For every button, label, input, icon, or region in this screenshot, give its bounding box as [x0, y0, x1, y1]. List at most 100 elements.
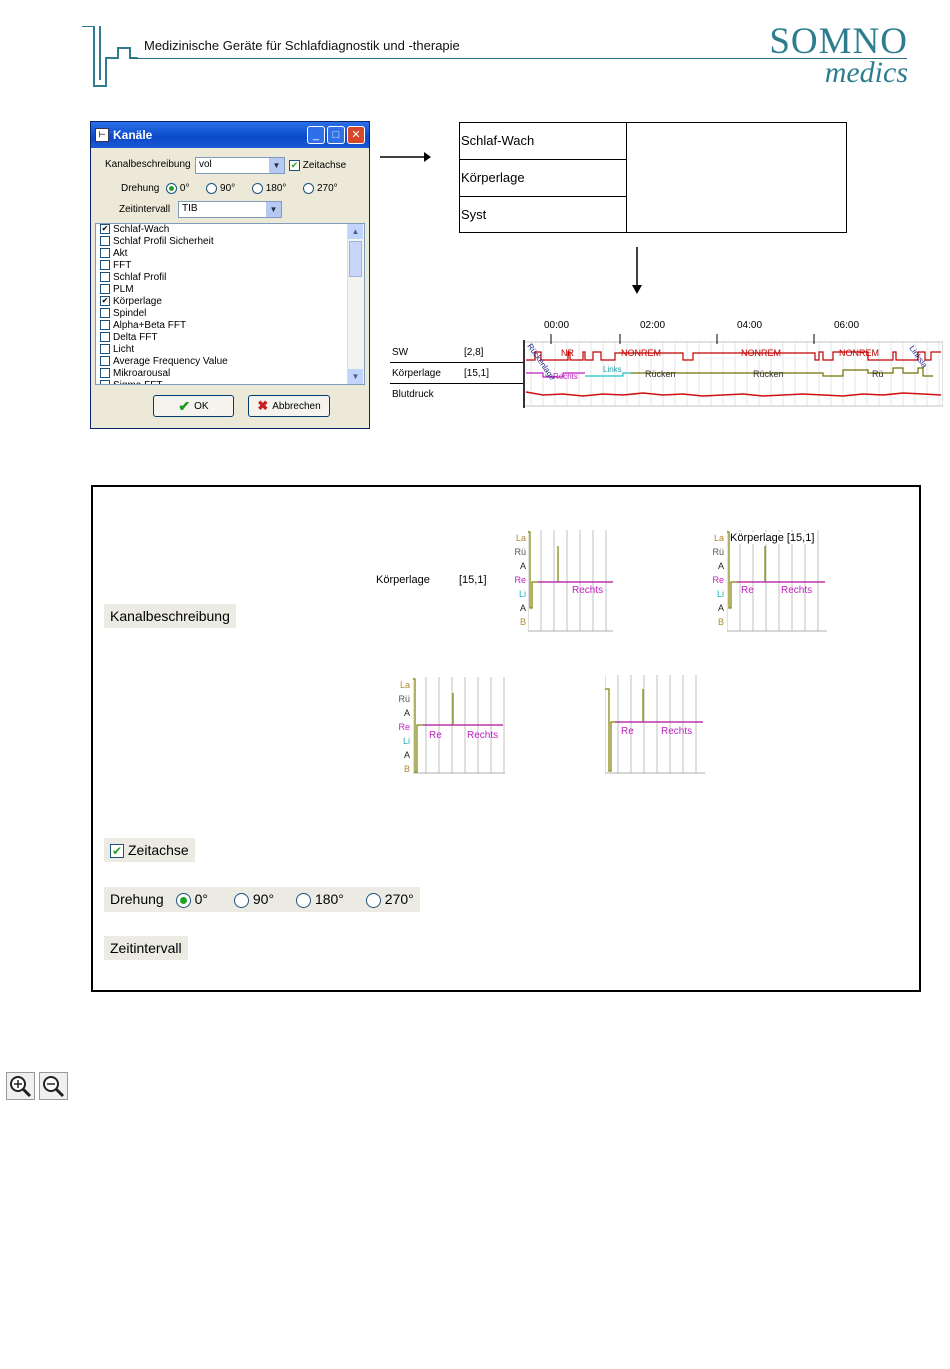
time-tick-label: 00:00: [544, 320, 570, 331]
kanalbeschreibung-select[interactable]: vol ▼: [195, 157, 285, 174]
channel-list-item[interactable]: Alpha+Beta FFT: [96, 320, 364, 332]
channel-list-item[interactable]: Delta FFT: [96, 332, 364, 344]
time-tick-label: 06:00: [834, 320, 860, 331]
zoom-in-button[interactable]: [6, 1072, 35, 1100]
channel-list-item[interactable]: Schlaf Profil Sicherheit: [96, 236, 364, 248]
zeitintervall-label: Zeitintervall: [119, 204, 171, 215]
mini-label: Re: [429, 730, 442, 741]
mini-grid: [605, 675, 705, 774]
inline-chart-title: Körperlage [15,1]: [730, 532, 815, 544]
chevron-down-icon[interactable]: ▼: [269, 158, 284, 173]
row-divider: [390, 383, 525, 384]
scroll-down-icon[interactable]: ▼: [348, 369, 363, 384]
radio-label: 180°: [314, 891, 344, 907]
radio-icon: [365, 892, 381, 908]
drehung-radio-0[interactable]: 0°: [166, 183, 189, 194]
drehung-radio-180[interactable]: 180°: [251, 183, 286, 194]
arrow-right-icon: [380, 152, 431, 162]
checkbox-icon[interactable]: [100, 332, 110, 343]
channel-list-item[interactable]: ✔Körperlage: [96, 296, 364, 308]
scroll-up-icon[interactable]: ▲: [348, 224, 363, 239]
checkbox-icon[interactable]: [100, 368, 110, 379]
position-label: Rü: [398, 694, 410, 704]
zeitachse-pill-label: Zeitachse: [128, 842, 189, 858]
channel-list-item[interactable]: PLM: [96, 284, 364, 296]
channel-label: Schlaf Profil: [113, 272, 167, 283]
radio-icon: [175, 892, 191, 908]
checkbox-icon[interactable]: ✔: [100, 296, 110, 307]
checkbox-icon[interactable]: [100, 320, 110, 331]
channel-list-item[interactable]: Spindel: [96, 308, 364, 320]
channel-list-item[interactable]: Licht: [96, 344, 364, 356]
checkbox-icon[interactable]: [100, 284, 110, 295]
time-tick-label: 02:00: [640, 320, 666, 331]
mini-label: Rechts: [572, 585, 603, 596]
channel-list-item[interactable]: Akt: [96, 248, 364, 260]
mini-chart-4: Re Rechts: [605, 675, 705, 774]
maximize-icon[interactable]: □: [327, 126, 345, 144]
zeitachse-checkbox[interactable]: ✔ Zeitachse: [289, 160, 346, 171]
sw-annotation: NR: [561, 348, 574, 358]
channel-label: Akt: [113, 248, 128, 259]
checkbox-icon[interactable]: [100, 260, 110, 271]
position-label: B: [519, 617, 526, 627]
table-row: Schlaf-Wach: [460, 123, 626, 160]
position-trace-rechts: [526, 372, 585, 378]
checkbox-icon[interactable]: [100, 308, 110, 319]
table-row: Körperlage: [460, 160, 626, 197]
chevron-down-icon[interactable]: ▼: [266, 202, 281, 217]
ok-button[interactable]: ✔ OK: [153, 395, 234, 417]
radio-icon[interactable]: [166, 183, 178, 194]
radio-icon[interactable]: [303, 183, 315, 194]
scroll-thumb[interactable]: [349, 241, 362, 277]
check-icon[interactable]: ✔: [289, 160, 300, 171]
position-label: Re: [514, 575, 526, 585]
position-label: Re: [398, 722, 410, 732]
minimize-icon[interactable]: _: [307, 126, 325, 144]
zeitintervall-pill: Zeitintervall: [104, 936, 188, 960]
drehung-radio-270[interactable]: 270°: [303, 183, 338, 194]
mini-label: Rechts: [781, 585, 812, 596]
channel-list-item[interactable]: ✔Schlaf-Wach: [96, 224, 364, 236]
channel-list-item[interactable]: Average Frequency Value: [96, 356, 364, 368]
checkbox-icon[interactable]: [100, 380, 110, 384]
zeitintervall-select[interactable]: TIB ▼: [178, 201, 282, 218]
radio-label: 90°: [252, 891, 275, 907]
channel-list-item[interactable]: FFT: [96, 260, 364, 272]
zoom-out-button[interactable]: [39, 1072, 68, 1100]
drehung-group: Drehung 0° 90° 180° 270°: [121, 183, 338, 194]
drehung-pill-label: Drehung: [110, 891, 164, 907]
checkbox-icon[interactable]: [100, 236, 110, 247]
hypnogram-chart: NR NONREM NONREM NONREM Rechts Links Rüc…: [523, 334, 943, 408]
pos-annotation: Rücken: [753, 369, 784, 379]
chart-row-name: SW: [392, 347, 409, 358]
channel-label: Delta FFT: [113, 332, 158, 343]
checkbox-icon[interactable]: ✔: [100, 224, 110, 235]
channel-list-item[interactable]: Sigma FFT: [96, 380, 364, 384]
channel-list-item[interactable]: Schlaf Profil: [96, 272, 364, 284]
ok-label: OK: [194, 400, 209, 412]
radio-label: 0°: [179, 183, 190, 195]
kanaele-dialog: ⊢ Kanäle _ □ ✕ Kanalbeschreibung vol ▼ ✔…: [90, 121, 370, 429]
checkbox-icon[interactable]: [100, 272, 110, 283]
kanalbeschreibung-value: vol: [199, 159, 212, 170]
close-icon[interactable]: ✕: [347, 126, 365, 144]
checkbox-icon[interactable]: [100, 356, 110, 367]
checkbox-icon[interactable]: [100, 344, 110, 355]
channel-list-item[interactable]: Mikroarousal: [96, 368, 364, 380]
checkbox-icon[interactable]: [100, 248, 110, 259]
scrollbar[interactable]: ▲ ▼: [347, 224, 364, 384]
mini-grid: [528, 530, 613, 632]
radio-icon[interactable]: [206, 183, 218, 194]
header-rule: [130, 58, 907, 59]
cancel-button[interactable]: ✖ Abbrechen: [248, 395, 330, 417]
blutdruck-trace: [525, 391, 942, 397]
position-label: La: [515, 533, 526, 543]
pos-annotation: Rü: [872, 369, 884, 379]
drehung-pill: Drehung 0° 90° 180° 270°: [104, 887, 420, 912]
drehung-radio-90[interactable]: 90°: [206, 183, 235, 194]
radio-icon[interactable]: [251, 183, 263, 194]
